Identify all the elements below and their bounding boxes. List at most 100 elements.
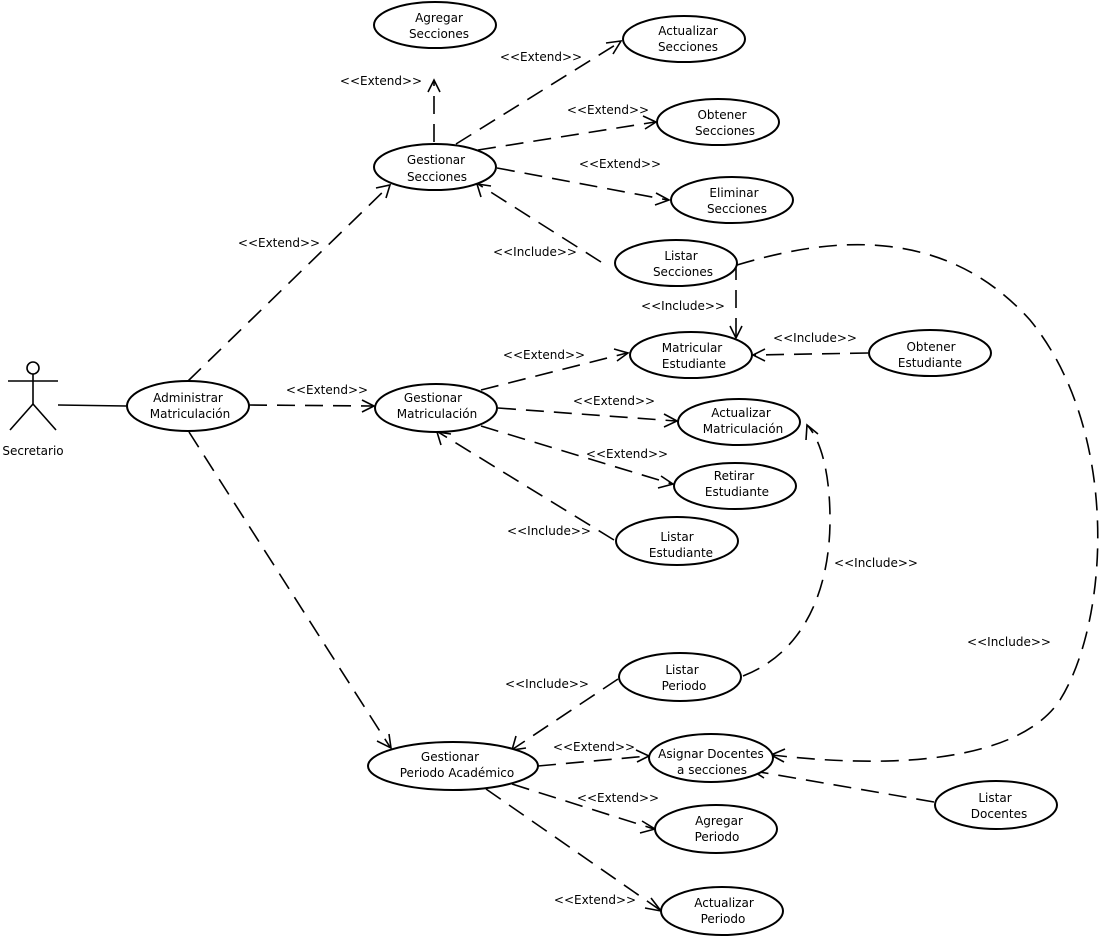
use-case-gestionar-matriculacion[interactable]: Gestionar Matriculación <box>374 383 498 433</box>
arrowhead <box>663 413 679 428</box>
use-case-label: Listar <box>665 663 698 677</box>
relation-label: <<Extend>> <box>579 157 661 171</box>
use-case-matricular-estudiante[interactable]: Matricular Estudiante <box>629 331 753 379</box>
relation-label: <<Include>> <box>834 556 918 570</box>
edge-gestmatr-retirar <box>480 425 673 485</box>
relation-label: <<Extend>> <box>500 50 582 64</box>
use-case-label: Listar <box>978 791 1011 805</box>
edge-gestperiodo-asignardoc <box>537 755 649 767</box>
use-case-label: Secciones <box>695 124 755 138</box>
relation-label: <<Include>> <box>505 677 589 691</box>
use-case-gestionar-periodo-academico[interactable]: Gestionar Periodo Académico <box>367 741 539 791</box>
use-case-label: Docentes <box>971 807 1028 821</box>
relation-label: <<Extend>> <box>340 74 422 88</box>
relation-label: <<Include>> <box>641 299 725 313</box>
relation-label: <<Extend>> <box>553 740 635 754</box>
edge-admin-gestsecc <box>187 185 390 382</box>
relation-label: <<Extend>> <box>238 236 320 250</box>
use-case-label: Obtener <box>697 108 746 122</box>
use-case-label: Periodo <box>701 912 746 926</box>
use-case-label: Matricular <box>662 341 723 355</box>
use-case-label: Administrar <box>153 391 223 405</box>
use-case-retirar-estudiante[interactable]: Retirar Estudiante <box>673 462 797 510</box>
relation-label: <<Include>> <box>773 331 857 345</box>
edge-gestmatr-matricular <box>480 352 628 391</box>
actor-left-leg <box>9 403 34 431</box>
edge-listardoc-asignardoc <box>753 770 935 803</box>
use-case-actualizar-secciones[interactable]: Actualizar Secciones <box>622 15 746 63</box>
actor-right-leg <box>32 403 57 431</box>
arrowhead <box>361 399 376 413</box>
use-case-label: Agregar <box>415 11 463 25</box>
use-case-label: Matriculación <box>150 407 230 421</box>
edge-listarsecc-gestsecc <box>477 183 602 263</box>
arrowhead <box>654 192 671 206</box>
use-case-obtener-secciones[interactable]: Obtener Secciones <box>656 98 780 146</box>
use-case-label: Eliminar <box>709 186 758 200</box>
use-case-label: Matriculación <box>397 407 477 421</box>
arrowhead <box>657 475 675 489</box>
edge-gestmatr-actualizarmatr <box>497 407 677 422</box>
association-actor-admin <box>57 404 127 407</box>
actor-head <box>26 361 40 375</box>
use-case-agregar-secciones[interactable]: Agregar Secciones <box>373 1 497 49</box>
arrowhead <box>475 183 492 198</box>
edge-gestsecc-obtenersecc <box>477 121 656 151</box>
arrowhead <box>376 733 393 750</box>
edge-gestsecc-actualizarsecc <box>455 41 621 145</box>
use-case-label: Actualizar <box>711 406 771 420</box>
use-case-administrar-matriculacion[interactable]: Administrar Matriculación <box>126 380 250 432</box>
use-case-label: Gestionar <box>407 153 465 167</box>
use-case-label: a secciones <box>677 763 747 777</box>
use-case-eliminar-secciones[interactable]: Eliminar Secciones <box>670 176 794 224</box>
edge-listarsecc-asignardoc <box>736 243 1099 762</box>
use-case-listar-secciones[interactable]: Listar Secciones <box>614 239 738 287</box>
use-case-label: Estudiante <box>649 546 713 560</box>
edge-obtenerest-matricular <box>753 352 869 356</box>
use-case-label: Actualizar <box>658 24 718 38</box>
arrowhead <box>605 39 623 55</box>
relation-label: <<Include>> <box>493 245 577 259</box>
edge-admin-gestmatr <box>248 404 374 407</box>
relation-labels: <<Extend>> <<Extend>> <<Extend>> <<Exten… <box>238 50 1051 907</box>
use-case-gestionar-secciones[interactable]: Gestionar Secciones <box>373 143 497 191</box>
actor-secretario: Secretario <box>2 361 64 458</box>
use-case-label: Secciones <box>653 265 713 279</box>
use-case-label: Asignar Docentes <box>658 747 764 761</box>
arrowhead <box>635 749 651 763</box>
edge-listarest-gestmatr <box>437 431 615 541</box>
relation-label: <<Extend>> <box>577 791 659 805</box>
use-case-listar-estudiante[interactable]: Listar Estudiante <box>615 516 739 566</box>
edge-gestperiodo-actualizarperiodo <box>485 788 661 911</box>
relation-label: <<Extend>> <box>503 348 585 362</box>
edges <box>57 39 1099 913</box>
use-case-label: Listar <box>660 530 693 544</box>
arrowhead <box>435 431 452 446</box>
edge-gestsecc-eliminarsecc <box>496 167 669 201</box>
use-case-label: Secciones <box>407 170 467 184</box>
edge-listarperiodo-actualizarmatr <box>742 425 831 677</box>
relation-label: <<Extend>> <box>573 394 655 408</box>
use-case-agregar-periodo[interactable]: Agregar Periodo <box>654 804 778 854</box>
use-case-label: Estudiante <box>705 485 769 499</box>
edge-gestperiodo-agregarperiodo <box>511 783 655 830</box>
use-case-label: Periodo <box>695 830 740 844</box>
use-case-label: Matriculación <box>703 422 783 436</box>
use-case-label: Gestionar <box>421 750 479 764</box>
use-case-listar-periodo[interactable]: Listar Periodo <box>618 652 742 702</box>
relation-label: <<Extend>> <box>567 103 649 117</box>
use-case-label: Agregar <box>695 814 743 828</box>
use-case-actualizar-periodo[interactable]: Actualizar Periodo <box>660 886 784 936</box>
use-case-label: Periodo Académico <box>400 766 515 780</box>
use-case-asignar-docentes[interactable]: Asignar Docentes a secciones <box>648 733 774 783</box>
use-case-obtener-estudiante[interactable]: Obtener Estudiante <box>868 329 992 377</box>
use-case-label: Periodo <box>662 679 707 693</box>
use-case-label: Obtener <box>906 340 955 354</box>
arrowhead <box>375 183 392 199</box>
relation-label: <<Extend>> <box>286 383 368 397</box>
use-case-listar-docentes[interactable]: Listar Docentes <box>934 780 1058 830</box>
use-case-label: Secciones <box>409 27 469 41</box>
relation-label: <<Extend>> <box>554 893 636 907</box>
use-case-actualizar-matriculacion[interactable]: Actualizar Matriculación <box>677 398 801 446</box>
